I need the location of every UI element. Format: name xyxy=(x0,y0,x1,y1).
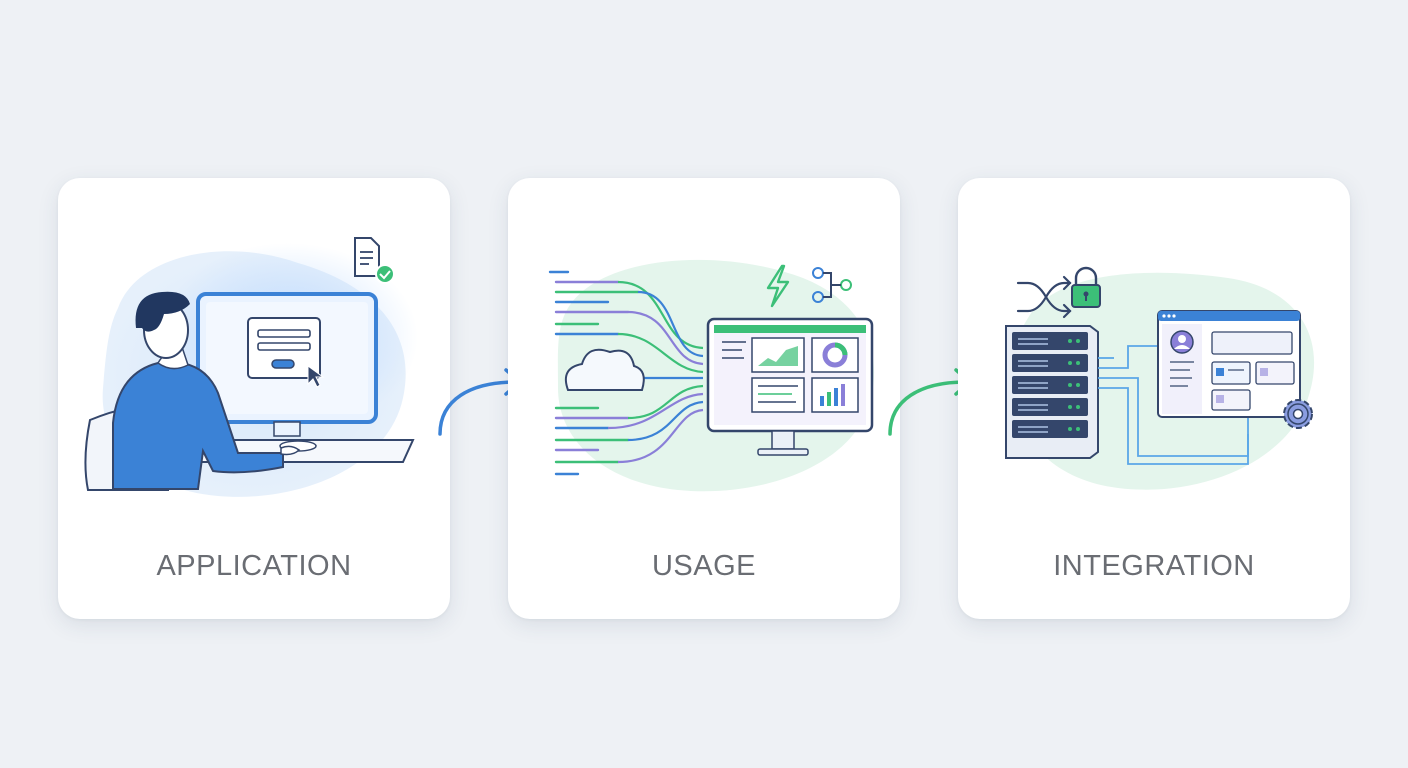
step-label-integration: INTEGRATION xyxy=(1053,550,1255,582)
user-at-computer-icon xyxy=(84,237,418,497)
step-card-usage: USAGE xyxy=(508,178,900,619)
lock-icon xyxy=(1071,266,1101,308)
document-check-icon xyxy=(354,237,395,284)
gear-icon xyxy=(1283,399,1313,429)
shuffle-icon xyxy=(1016,275,1072,319)
data-monitor-icon xyxy=(548,259,875,492)
step-card-integration: INTEGRATION xyxy=(958,178,1350,619)
node-graph-icon xyxy=(812,267,852,303)
step-card-application: APPLICATION xyxy=(58,178,450,619)
step-label-usage: USAGE xyxy=(651,550,757,582)
server-integration-icon xyxy=(1005,266,1315,490)
step-label-application: APPLICATION xyxy=(156,550,352,582)
